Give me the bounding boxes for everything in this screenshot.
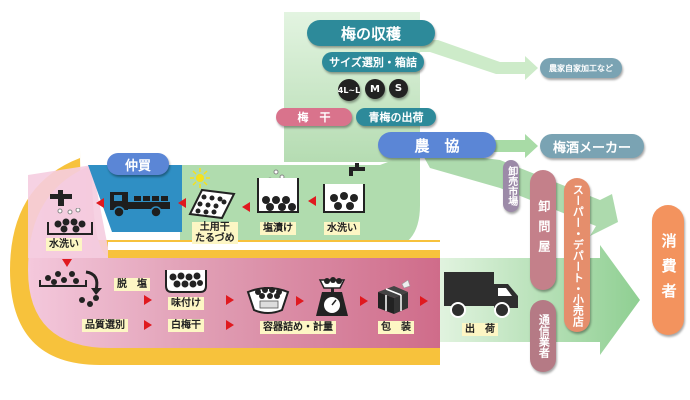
mail-order-pill: 通信業者 [530,300,556,372]
liqueur-maker-pill: 梅酒メーカー [540,134,644,158]
scale-icon [316,277,348,316]
packing-weighing-label: 容器詰め・計量 [260,321,336,334]
seasoning-tub-icon [165,270,207,293]
flow-arrow-down [62,259,72,267]
farm-processing-arrow [420,40,538,80]
shipping-label: 出 荷 [462,323,498,336]
ja-pill: 農 協 [378,132,496,158]
flow-arrow-right [360,296,368,306]
umeboshi-pill: 梅 干 [276,108,352,126]
retail-label: スーパー・デパート・小売店 [571,183,585,327]
faucet-icon [50,190,72,206]
drying-tray-icon [188,188,236,220]
sun-icon [190,168,210,188]
flow-arrow-left [308,196,316,206]
mail-order-label: 通信業者 [537,314,551,358]
flow-arrow-right [226,295,234,305]
sorting-pill: サイズ選別・箱詰 [322,52,424,72]
flow-arrow-right [296,296,304,306]
wrapping-label: 包 装 [378,321,414,334]
middleman-pill: 仲買 [107,153,169,175]
seasoning-label: 味付け [168,297,204,310]
desalting-label: 脱 塩 [114,278,150,291]
quality-sort-label: 品質選別 [82,319,128,332]
wholesaler-label: 卸問屋 [536,200,551,260]
wholesale-market-pill: 卸売市場 [503,160,519,212]
retail-pill: スーパー・デパート・小売店 [564,178,590,332]
shipping-truck-icon [444,272,518,318]
flow-arrow-left [178,198,186,208]
harvest-pill: 梅の収穫 [307,20,435,46]
pink-wash-label: 水洗い [46,238,82,251]
wholesaler-pill: 卸問屋 [530,170,556,290]
green-wash-label: 水洗い [324,222,360,235]
consumer-label: 消費者 [659,232,678,308]
drying-label-line1: 土用干 [199,222,230,233]
size-badge-4l-l: 4L~L [338,79,360,101]
flow-arrow-right [144,320,152,330]
flow-arrow-right [420,296,428,306]
green-ume-shipping-pill: 青梅の出荷 [356,108,436,126]
gift-box-icon [378,280,411,314]
flow-arrow-right [226,320,234,330]
flow-arrow-right [144,295,152,305]
wholesale-market-label: 卸売市場 [505,166,517,206]
white-umeboshi-label: 白梅干 [168,319,204,332]
wash-tub-icon [323,184,365,213]
drying-label-line2: たるづめ [195,233,235,244]
sorting-tray-icon [39,270,102,307]
liqueur-arrow [490,134,538,158]
wash-tray-icon [47,208,93,235]
size-badge-s: S [389,79,408,98]
flow-arrow-left [242,202,250,212]
size-badge-m: M [365,79,385,99]
flow-arrow-left [96,198,104,208]
truck-icon [110,192,170,218]
faucet-icon [349,163,365,176]
farm-processing-pill: 農家自家加工など [540,58,622,78]
drying-label: 土用干 たるづめ [192,222,238,244]
umeboshi-bowl-icon [246,287,290,314]
salting-label: 塩漬け [260,222,296,235]
salting-tub-icon [257,169,299,213]
consumer-pill: 消費者 [652,205,684,335]
